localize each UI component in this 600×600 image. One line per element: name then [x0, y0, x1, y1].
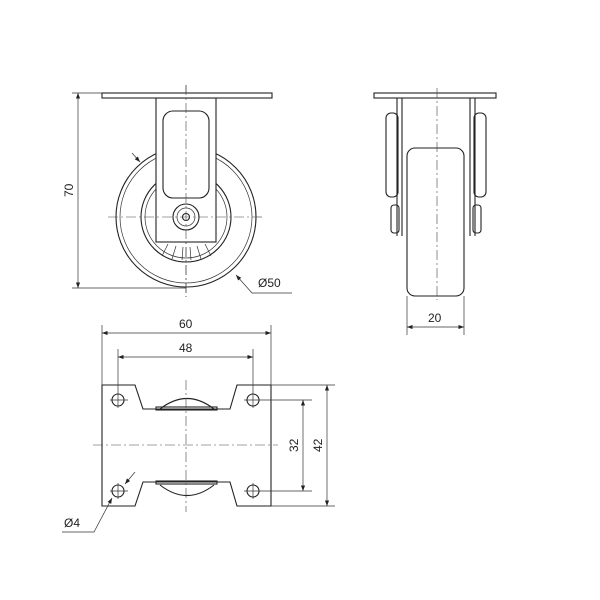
hole-diameter-dimension: Ø4	[64, 516, 80, 530]
wheel-diameter-dimension: Ø50	[258, 276, 281, 290]
plate-width-dimension: 42	[311, 438, 325, 452]
bottom-view: 60 48 42 32 Ø4	[62, 317, 335, 533]
wheel-width-dimension: 20	[428, 311, 442, 325]
plate-length-dimension: 60	[179, 317, 193, 331]
hole-spacing-length-dimension: 48	[179, 341, 193, 355]
side-view: 20	[373, 88, 497, 335]
front-view: 70 Ø50	[62, 85, 292, 297]
height-dimension: 70	[62, 183, 76, 197]
hole-spacing-width-dimension: 32	[287, 438, 301, 452]
